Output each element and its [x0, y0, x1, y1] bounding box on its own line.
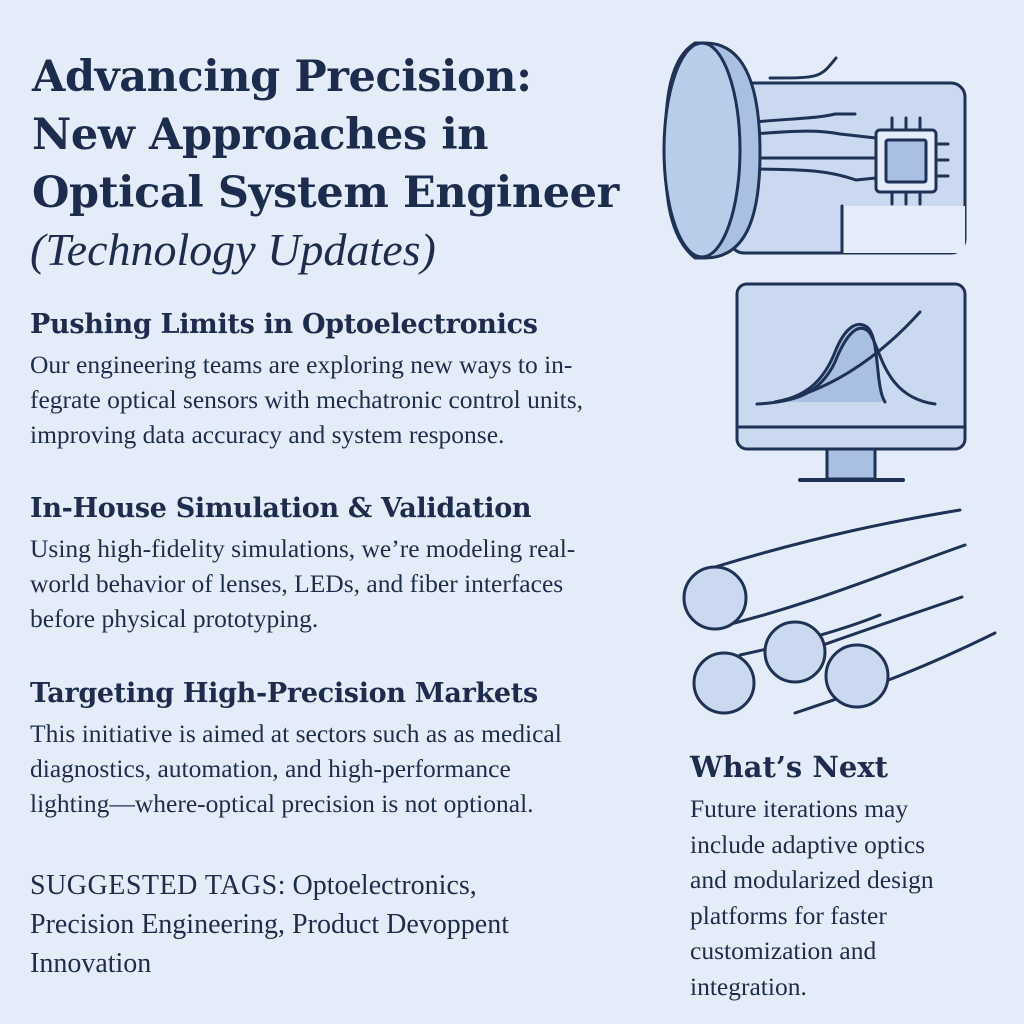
body-line: diagnostics, automation, and high-perfor… — [30, 754, 511, 783]
tags-text: : Optoelectronics, — [277, 870, 477, 901]
body-line: lighting—where-optical precision is not … — [30, 789, 534, 818]
page-title: Advancing Precision: New Approaches in O… — [32, 48, 672, 222]
lens-chip-icon — [662, 41, 967, 260]
body-line: Using high-fidelity simulations, we’re m… — [30, 534, 576, 563]
body-line: fegrate optical sensors with mechatronic… — [30, 385, 584, 414]
section-markets: Targeting High-Precision Markets This in… — [30, 676, 562, 821]
monitor-curve-icon — [735, 282, 967, 482]
body-line: This initiative is aimed at sectors such… — [30, 719, 562, 748]
whats-next-heading: What’s Next — [690, 750, 889, 784]
tags-line: Precision Engineering, Product Devoppent — [30, 909, 510, 940]
body-line: platforms for faster — [690, 900, 887, 930]
section-simulation: In-House Simulation & Validation Using h… — [30, 491, 575, 636]
fiber-bundle-icon — [682, 508, 997, 715]
tags-line: SUGGESTED TAGS: Optoelectronics, — [30, 866, 509, 905]
section-body: Our engineering teams are exploring new … — [30, 347, 583, 452]
body-line: Future iterations may — [690, 794, 909, 823]
section-heading: Targeting High-Precision Markets — [30, 678, 538, 709]
section-heading: In-House Simulation & Validation — [30, 493, 532, 524]
body-line: integration. — [690, 971, 807, 1001]
page-subtitle: (Technology Updates) — [30, 224, 436, 275]
body-line: improving data accuracy and system respo… — [30, 420, 505, 449]
body-line: Our engineering teams are exploring new … — [30, 350, 573, 379]
tags-line: Innovation — [30, 948, 152, 979]
section-body: Using high-fidelity simulations, we’re m… — [30, 531, 575, 636]
title-line: Optical System Engineer — [32, 168, 619, 218]
whats-next-body: Future iterations may include adaptive o… — [690, 791, 934, 1004]
suggested-tags: SUGGESTED TAGS: Optoelectronics, Precisi… — [30, 866, 509, 983]
tags-label: SUGGESTED TAGS — [30, 870, 278, 901]
title-line: Advancing Precision: — [32, 52, 532, 102]
body-line: before physical prototyping. — [30, 604, 319, 633]
section-heading: Pushing Limits in Optoelectronics — [30, 309, 538, 340]
body-line: world behavior of lenses, LEDs, and fibe… — [30, 569, 564, 598]
title-line: New Approaches in — [32, 110, 489, 160]
section-body: This initiative is aimed at sectors such… — [30, 716, 562, 821]
body-line: and modularized design — [690, 865, 934, 894]
body-line: customization and — [690, 936, 877, 965]
body-line: include adaptive optics — [690, 829, 926, 859]
section-optoelectronics: Pushing Limits in Optoelectronics Our en… — [30, 307, 583, 452]
